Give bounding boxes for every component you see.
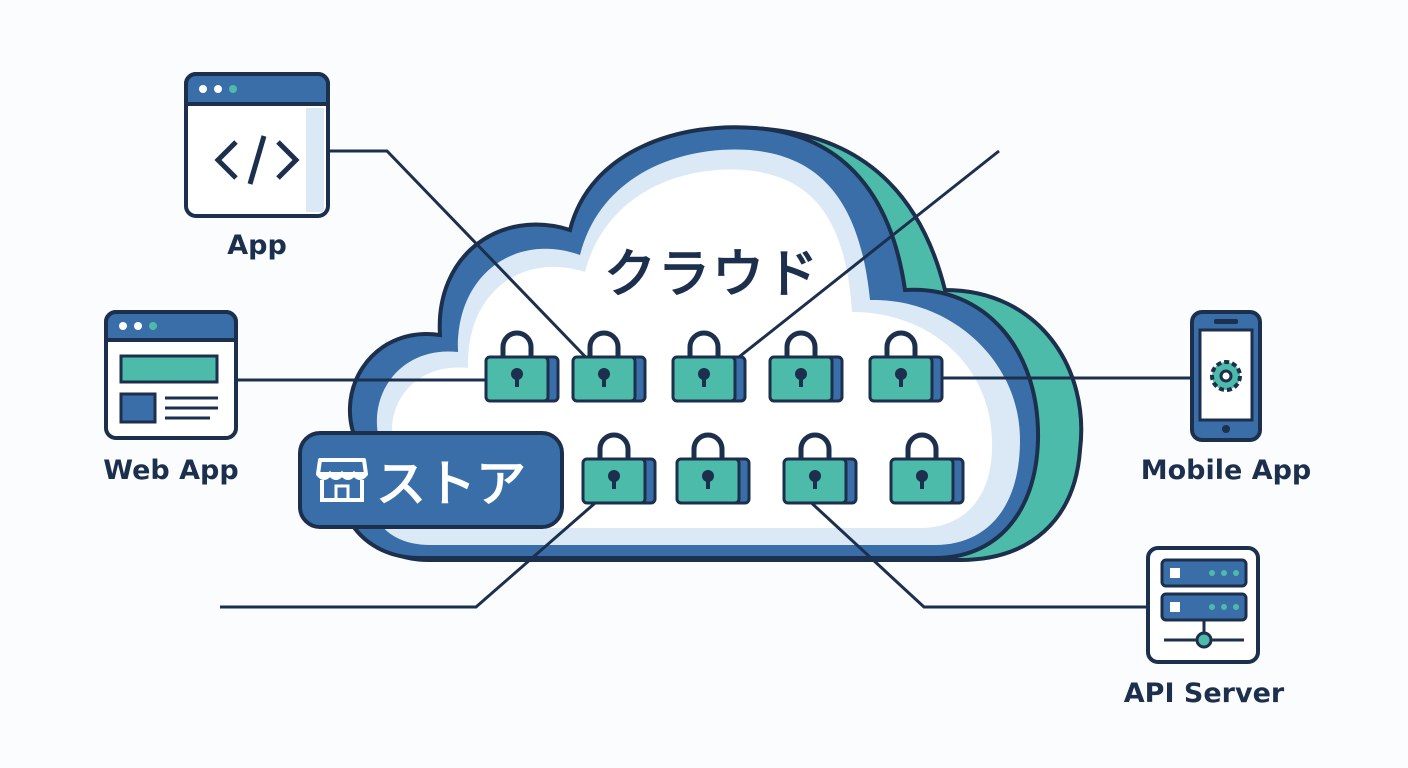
store-label: ストア xyxy=(376,455,526,513)
app-label: App xyxy=(227,230,287,261)
server-rack-icon xyxy=(1146,546,1260,664)
connector-lines xyxy=(220,149,1194,609)
mobile-app-label: Mobile App xyxy=(1140,455,1312,486)
storefront-icon xyxy=(316,458,368,502)
code-window-icon xyxy=(184,72,330,218)
store-badge: ストア xyxy=(298,431,564,529)
web-app-label: Web App xyxy=(103,455,239,486)
smartphone-gear-icon xyxy=(1190,310,1262,442)
api-server-label: API Server xyxy=(1123,678,1285,709)
browser-layout-icon xyxy=(104,310,238,440)
cloud-title: クラウド xyxy=(604,245,821,305)
